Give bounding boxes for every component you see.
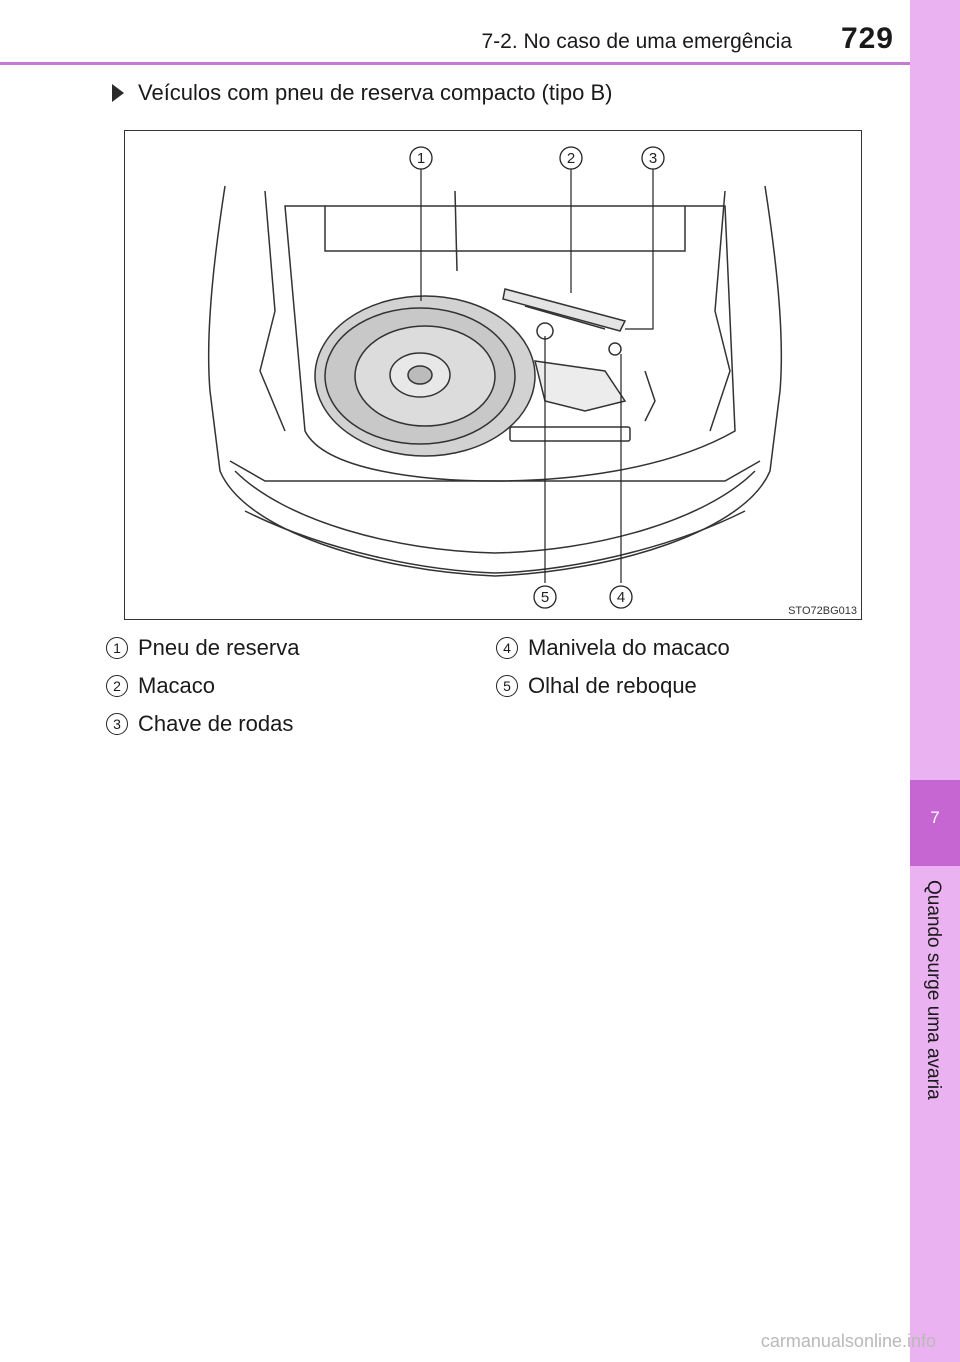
subheading: Veículos com pneu de reserva compacto (t… (112, 80, 612, 106)
legend-item: 4 Manivela do macaco (496, 635, 730, 661)
callout-5: 5 (541, 589, 549, 606)
arrow-bullet-icon (112, 84, 124, 102)
header-rule (0, 62, 910, 65)
legend-item: 1 Pneu de reserva (106, 635, 299, 661)
legend-item: 2 Macaco (106, 673, 215, 699)
legend-number: 2 (106, 675, 128, 697)
legend-label: Macaco (138, 673, 216, 698)
chapter-number: 7 (930, 808, 940, 827)
subheading-text: Veículos com pneu de reserva compacto (t… (138, 80, 613, 105)
trunk-illustration: 1 2 3 4 5 STO72BG013 (124, 130, 862, 620)
legend-number: 5 (496, 675, 518, 697)
legend-label: Manivela do macaco (528, 635, 730, 660)
section-title: 7-2. No caso de uma emergência (481, 30, 793, 53)
callout-1: 1 (417, 150, 425, 167)
legend-number: 4 (496, 637, 518, 659)
figure-code: STO72BG013 (788, 605, 857, 617)
legend-number: 3 (106, 713, 128, 735)
trunk-drawing: 1 2 3 4 5 (207, 146, 783, 609)
legend-item: 3 Chave de rodas (106, 711, 293, 737)
spare-tire (314, 295, 536, 457)
callout-3: 3 (649, 150, 657, 167)
chapter-label: Quando surge uma avaria (923, 880, 944, 1100)
legend-number: 1 (106, 637, 128, 659)
chapter-side-tab (910, 0, 960, 1362)
legend-label: Pneu de reserva (138, 635, 300, 660)
watermark: carmanualsonline.info (760, 1331, 936, 1351)
legend-label: Olhal de reboque (528, 673, 697, 698)
callout-2: 2 (567, 150, 575, 167)
callout-4: 4 (617, 589, 625, 606)
legend-label: Chave de rodas (138, 711, 294, 736)
jack-and-tools (502, 288, 656, 422)
legend-item: 5 Olhal de reboque (496, 673, 697, 699)
page-number: 729 (840, 22, 894, 55)
chapter-tab-active[interactable] (910, 780, 960, 866)
